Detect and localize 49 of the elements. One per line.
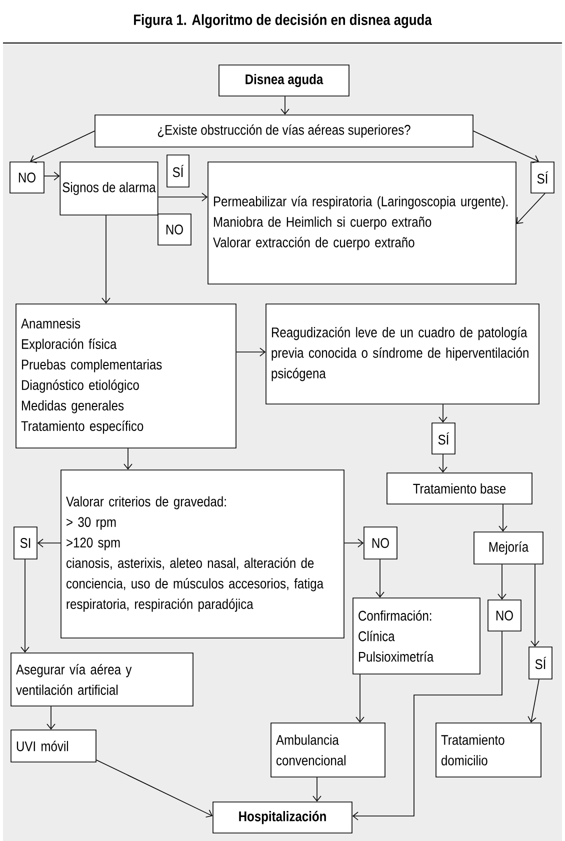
arrow	[473, 130, 539, 164]
answer-box: SÍ	[432, 422, 456, 454]
answer-box: NO	[488, 600, 522, 632]
process-box: Anamnesis Exploración física Pruebas complementarias Diagnóstico etiológico Medidas generales Tratamiento específico	[16, 304, 236, 448]
arrow	[344, 538, 364, 548]
process-box: Tratamiento domicilio	[436, 722, 542, 778]
process-box: Reagudización leve de un cuadro de patología previa conocida o síndrome de hiperventilación psicógena	[266, 304, 540, 404]
process-box: Signos de alarma	[60, 162, 158, 216]
arrow	[124, 448, 132, 470]
arrow	[158, 192, 208, 202]
arrow	[528, 679, 540, 723]
arrow	[352, 631, 502, 820]
arrow	[312, 777, 322, 802]
arrow	[236, 348, 266, 356]
arrow	[356, 674, 364, 723]
decision-box: ¿Existe obstrucción de vías aéreas superiores?	[94, 114, 474, 148]
arrow	[498, 564, 506, 600]
arrow	[438, 404, 448, 423]
process-box: Ambulancia convencional	[270, 722, 386, 778]
arrow	[30, 130, 95, 164]
arrow	[37, 538, 61, 548]
process-box: Valorar criterios de gravedad: > 30 rpm >120 spm cianosis, asterixis, aleteo nasal, alteración de conciencia, uso de músculos accesorios, fatiga respiratoria, respiración paradójica	[60, 470, 344, 638]
answer-box: NO	[158, 214, 192, 246]
arrow	[516, 193, 546, 224]
answer-box: NO	[364, 526, 398, 560]
arrow	[44, 172, 60, 180]
process-box: Confirmación: Clínica Pulsioximetría	[352, 598, 480, 674]
decision-box: Mejoría	[474, 532, 544, 564]
start-box: Disnea aguda	[218, 64, 350, 96]
arrow	[376, 559, 384, 598]
arrow	[46, 706, 56, 730]
arrow	[280, 96, 290, 115]
arrow	[96, 760, 213, 818]
answer-box: SÍ	[530, 162, 554, 194]
answer-box: SÍ	[528, 646, 552, 680]
process-box: Permeabilizar vía respiratoria (Laringoscopia urgente). Maniobra de Heimlich si cuerpo extraño Valorar extracción de cuerpo extraño	[208, 162, 516, 284]
answer-box: SI	[14, 526, 38, 560]
end-box: Hospitalización	[212, 802, 352, 834]
answer-box: SÍ	[166, 154, 190, 188]
process-box: UVI móvil	[10, 730, 96, 762]
arrow	[530, 564, 540, 647]
arrow	[102, 215, 110, 304]
process-box: Asegurar vía aérea y ventilación artificial	[10, 652, 194, 706]
arrow	[20, 559, 30, 653]
process-box: Tratamiento base	[386, 472, 532, 504]
arrow	[438, 454, 448, 473]
title: Figura 1. Algoritmo de decisión en disnea aguda	[134, 14, 432, 28]
arrow	[498, 504, 508, 532]
answer-box: NO	[10, 162, 44, 194]
